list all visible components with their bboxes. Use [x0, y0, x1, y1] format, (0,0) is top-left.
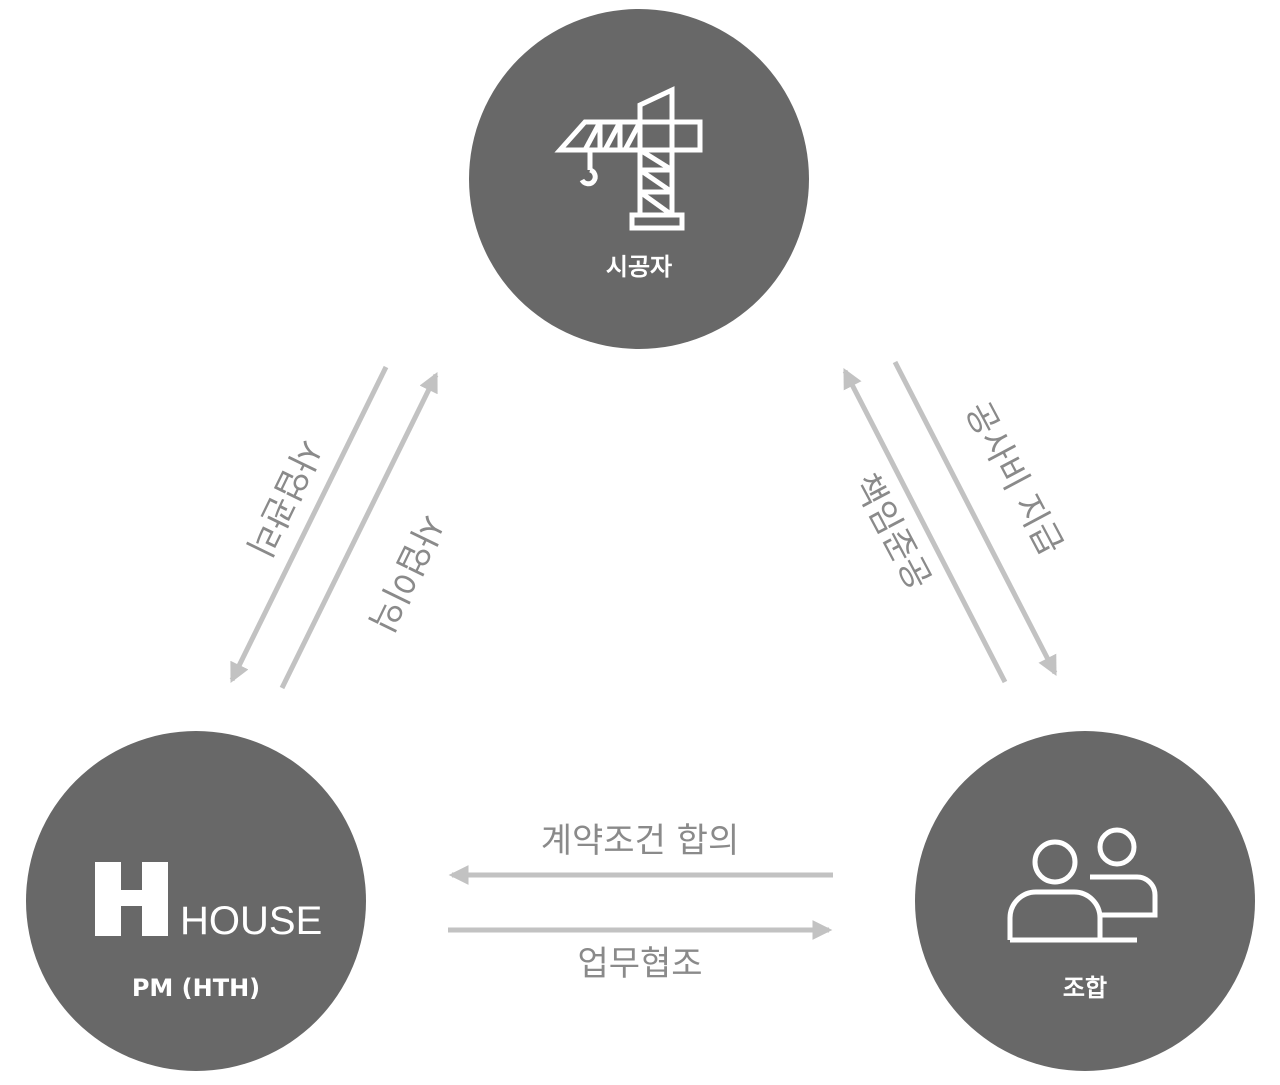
arrow-union-contractor-up	[842, 368, 1008, 684]
union-label: 조합	[1063, 974, 1107, 1002]
union-circle	[915, 731, 1255, 1071]
edge-label-construction-payment: 공사비 지급	[957, 396, 1071, 562]
arrow-pm-contractor-down	[229, 365, 389, 683]
h-logo-icon	[95, 862, 168, 936]
contractor-label: 시공자	[606, 253, 672, 281]
contractor-node: 시공자	[469, 9, 809, 349]
edge-label-business-profit: 사업이익	[360, 508, 451, 638]
union-node: 조합	[915, 731, 1255, 1071]
arrows	[229, 360, 1058, 940]
arrow-pm-contractor-up	[279, 372, 439, 690]
edge-label-completion-responsibility: 책임준공	[845, 467, 939, 596]
edge-label-work-cooperation: 업무협조	[577, 944, 702, 984]
edge-label-business-management: 사업관리	[238, 433, 329, 563]
pm-circle	[26, 731, 366, 1071]
arrow-contractor-union-down	[892, 360, 1058, 676]
h-house-logo: HOUSE	[95, 862, 322, 943]
two-people-icon	[1007, 827, 1158, 943]
logo-house-text: HOUSE	[180, 899, 322, 943]
tower-crane-icon	[554, 86, 703, 231]
pm-node: HOUSE PM (HTH)	[26, 731, 366, 1071]
pm-label: PM (HTH)	[132, 974, 260, 1002]
edge-label-contract-agreement: 계약조건 합의	[541, 821, 740, 861]
